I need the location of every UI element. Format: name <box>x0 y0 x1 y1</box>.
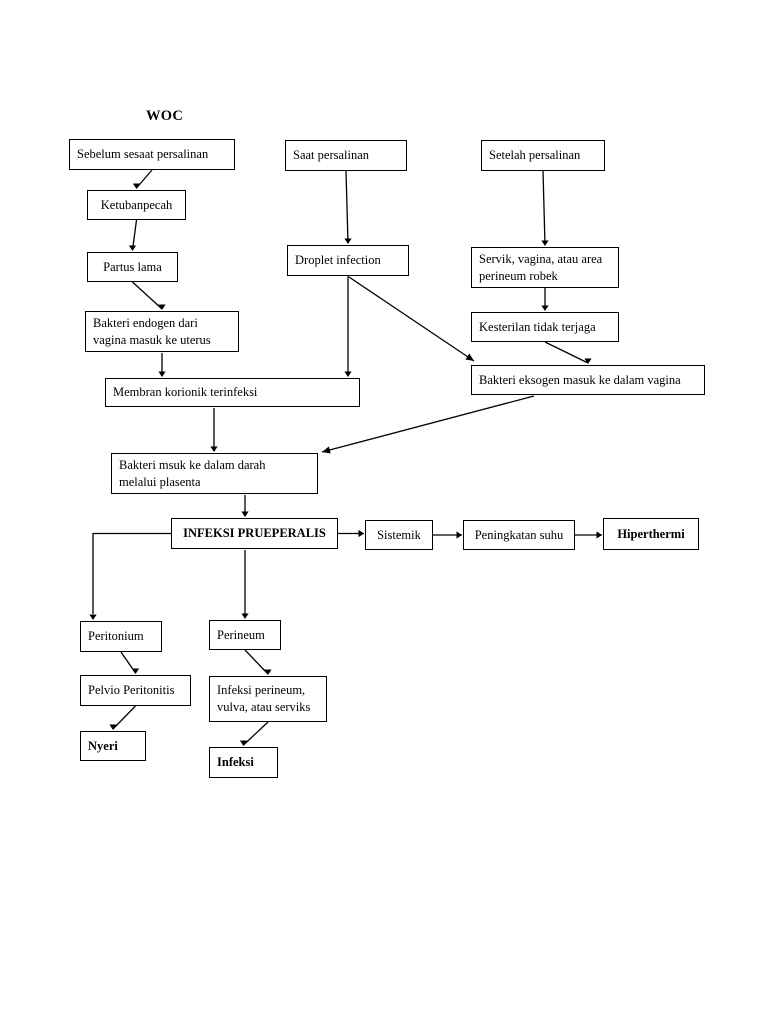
node-peritonium[interactable]: Peritonium <box>80 621 162 652</box>
node-infeksi_end[interactable]: Infeksi <box>209 747 278 778</box>
node-servik[interactable]: Servik, vagina, atau area perineum robek <box>471 247 619 288</box>
node-pelvio[interactable]: Pelvio Peritonitis <box>80 675 191 706</box>
node-sebelum[interactable]: Sebelum sesaat persalinan <box>69 139 235 170</box>
node-kesterilan[interactable]: Kesterilan tidak terjaga <box>471 312 619 342</box>
node-eksogen[interactable]: Bakteri eksogen masuk ke dalam vagina <box>471 365 705 395</box>
node-hiperthermi[interactable]: Hiperthermi <box>603 518 699 550</box>
node-perineum[interactable]: Perineum <box>209 620 281 650</box>
node-infeksi_pruep[interactable]: INFEKSI PRUEPERALIS <box>171 518 338 549</box>
node-droplet[interactable]: Droplet infection <box>287 245 409 276</box>
node-nyeri[interactable]: Nyeri <box>80 731 146 761</box>
node-ketuban[interactable]: Ketubanpecah <box>87 190 186 220</box>
node-sistemik[interactable]: Sistemik <box>365 520 433 550</box>
page-title: WOC <box>146 108 184 124</box>
node-membran[interactable]: Membran korionik terinfeksi <box>105 378 360 407</box>
node-darah[interactable]: Bakteri msuk ke dalam darah melalui plas… <box>111 453 318 494</box>
node-setelah[interactable]: Setelah persalinan <box>481 140 605 171</box>
node-infeksi_perineum[interactable]: Infeksi perineum, vulva, atau serviks <box>209 676 327 722</box>
node-suhu[interactable]: Peningkatan suhu <box>463 520 575 550</box>
node-partus[interactable]: Partus lama <box>87 252 178 282</box>
node-endogen[interactable]: Bakteri endogen dari vagina masuk ke ute… <box>85 311 239 352</box>
node-saat[interactable]: Saat persalinan <box>285 140 407 171</box>
